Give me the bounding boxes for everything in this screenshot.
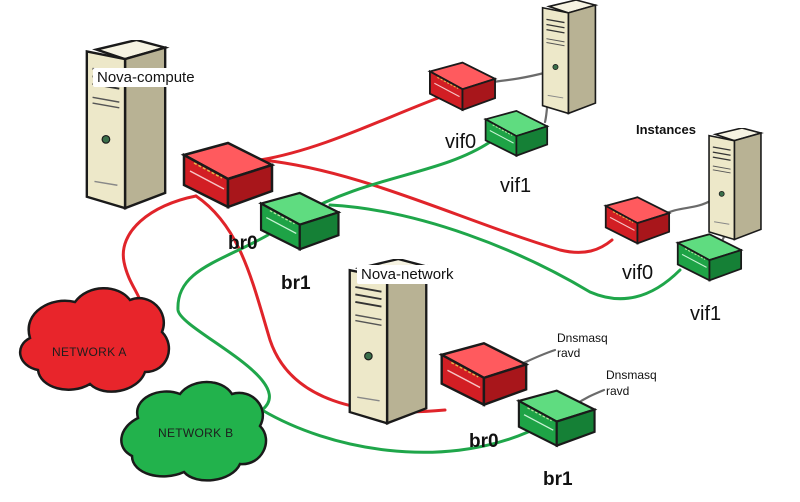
- nova-network-label: Nova-network: [357, 265, 458, 284]
- green-link-network-b-to-netbr1: [260, 408, 530, 454]
- red-link-compute-to-inst1-vif0: [258, 96, 440, 162]
- dnsmasq-1-label: Dnsmasq: [557, 331, 608, 345]
- network-a-cloud: [18, 287, 171, 393]
- nova-compute-label: Nova-compute: [93, 68, 199, 87]
- inst2-vif0-switch-icon: [604, 196, 671, 245]
- inst1-vif1-switch-icon: [484, 109, 549, 157]
- ravd-1-label: ravd: [557, 346, 581, 360]
- inst2-vif1-switch-icon: [676, 233, 743, 282]
- instances-label: Instances: [636, 122, 696, 137]
- green-link-compute-to-inst1-vif1: [298, 140, 492, 217]
- ravd-2-label: ravd: [606, 384, 630, 398]
- network-br0-label: br0: [469, 431, 499, 452]
- inst1-vif0-label: vif0: [445, 131, 477, 153]
- cloud-icon: [18, 287, 171, 393]
- inst1-vif0-switch-icon: [428, 61, 497, 111]
- cloud-icon: [120, 380, 268, 482]
- inst1-vif1-label: vif1: [500, 175, 532, 197]
- inst2-vif0-label: vif0: [622, 262, 654, 284]
- network-b-label: NETWORK B: [158, 426, 234, 440]
- compute-br1-label: br1: [281, 273, 311, 294]
- instance-2-server-icon: [708, 128, 762, 241]
- green-link-compute-to-inst2-vif1: [328, 203, 682, 301]
- instance-1-server-icon: [541, 0, 597, 115]
- dnsmasq-2-label: Dnsmasq: [606, 368, 657, 382]
- nova-compute-server-icon: [85, 40, 167, 210]
- compute-br0-label: br0: [228, 233, 258, 254]
- green-links: [176, 140, 682, 454]
- network-a-label: NETWORK A: [52, 345, 127, 359]
- network-b-cloud: [120, 380, 268, 482]
- green-link-network-b-to-compute-br1: [176, 233, 271, 412]
- gray-link-inst1-vif0: [490, 70, 550, 84]
- network-br0-switch-icon: [440, 342, 528, 407]
- network-br1-label: br1: [543, 469, 573, 490]
- red-link-compute-to-inst2-vif0: [260, 158, 614, 254]
- inst2-vif1-label: vif1: [690, 303, 722, 325]
